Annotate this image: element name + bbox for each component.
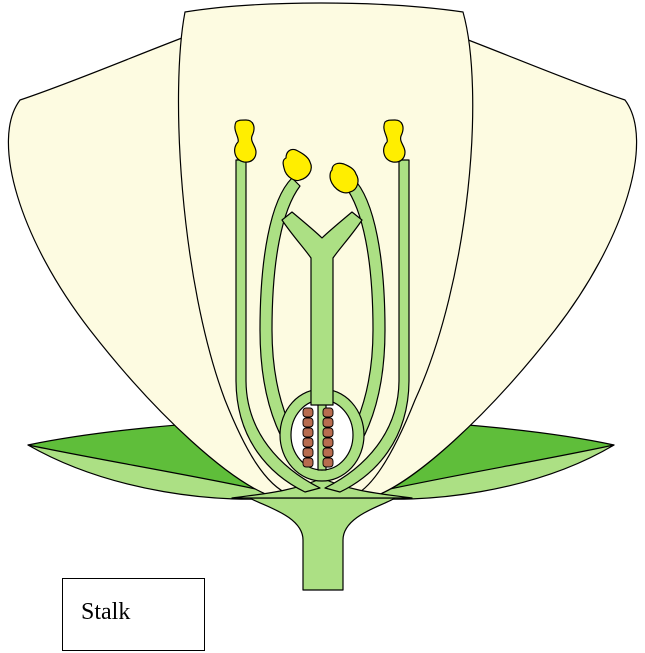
ovule <box>303 428 313 437</box>
ovule <box>323 418 333 427</box>
ovule <box>303 418 313 427</box>
stalk <box>250 498 395 590</box>
ovule <box>303 438 313 447</box>
ovule <box>323 438 333 447</box>
ovule <box>303 448 313 457</box>
ovule <box>323 408 333 417</box>
ovule <box>303 458 313 467</box>
ovule <box>303 408 313 417</box>
stalk-label-box: Stalk <box>62 578 205 651</box>
ovule <box>323 448 333 457</box>
ovule <box>323 458 333 467</box>
stalk-label: Stalk <box>81 599 130 626</box>
ovule <box>323 428 333 437</box>
